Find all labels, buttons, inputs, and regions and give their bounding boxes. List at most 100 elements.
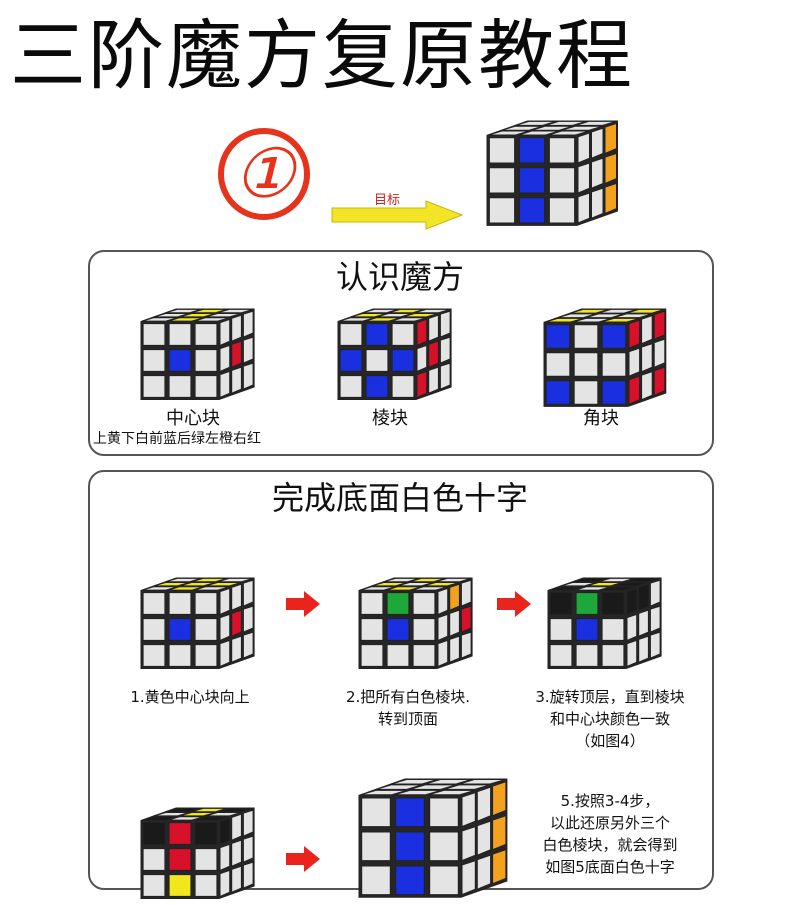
front-facelet: [142, 592, 166, 615]
top-facelet: [394, 789, 441, 796]
front-facelet: [391, 375, 415, 398]
step3-cube: [545, 575, 664, 675]
cube-illustration: [337, 308, 452, 400]
top-facelet: [459, 779, 506, 785]
front-facelet: [518, 137, 546, 164]
top-facelet: [179, 313, 216, 318]
right-facelet: [231, 314, 242, 342]
front-facelet: [601, 352, 627, 377]
front-facelet: [386, 618, 410, 641]
top-facelet: [573, 317, 612, 323]
right-facelet: [231, 583, 242, 611]
front-facelet: [395, 797, 425, 828]
right-facelet: [428, 366, 439, 394]
right-facelet: [460, 631, 472, 659]
front-facelet: [601, 618, 625, 641]
front-facelet: [168, 822, 192, 845]
step3-text: 3.旋转顶层，直到棱块 和中心块颜色一致 （如图4）: [505, 686, 715, 752]
right-facelet: [649, 579, 661, 607]
right-facelet: [577, 192, 590, 224]
top-facelet: [191, 308, 228, 314]
front-facelet: [545, 324, 571, 349]
front-facelet: [168, 874, 192, 897]
step2-text: 2.把所有白色棱块. 转到顶面: [318, 686, 498, 730]
front-facelet: [339, 375, 363, 398]
top-facelet: [560, 582, 597, 587]
front-facelet: [518, 167, 546, 194]
front-facelet: [548, 197, 576, 224]
right-facelet: [242, 336, 254, 364]
front-facelet: [142, 848, 166, 871]
front-facelet: [168, 375, 192, 398]
right-facelet: [492, 815, 507, 851]
top-facelet: [443, 784, 491, 790]
right-facelet: [219, 843, 231, 872]
top-facelet: [391, 779, 438, 785]
right-facelet: [461, 825, 476, 862]
right-facelet: [476, 854, 492, 890]
top-facelet: [423, 582, 460, 587]
recognize-cube-heading: 认识魔方: [335, 258, 464, 296]
front-facelet: [168, 618, 192, 641]
front-facelet: [142, 375, 166, 398]
top-facelet: [205, 313, 242, 318]
goal-label: 目标: [374, 193, 401, 208]
top-facelet: [598, 577, 635, 583]
top-facelet: [575, 120, 617, 126]
top-facelet: [570, 308, 609, 314]
top-facelet: [217, 308, 254, 314]
top-facelet: [153, 812, 190, 817]
right-facelet: [231, 366, 242, 394]
front-facelet: [601, 644, 625, 667]
right-facelet: [577, 162, 590, 194]
right-facelet: [428, 340, 439, 368]
step5-text: 5.按照3-4步， 以此还原另外三个 白色棱块，就会得到 如图5底面白色十字: [510, 790, 710, 878]
front-facelet: [548, 167, 576, 194]
top-facelet: [191, 577, 228, 583]
right-facelet: [219, 370, 231, 399]
front-facelet: [429, 865, 459, 896]
front-facelet: [142, 822, 166, 845]
goal-cube: [484, 118, 621, 232]
front-facelet: [361, 797, 391, 828]
right-facelet: [492, 849, 507, 885]
right-facelet: [416, 370, 428, 399]
right-facelet: [219, 639, 231, 668]
front-facelet: [339, 349, 363, 372]
top-facelet: [360, 789, 407, 796]
front-facelet: [412, 644, 436, 667]
right-facelet: [231, 340, 242, 368]
front-facelet: [361, 865, 391, 896]
top-facelet: [191, 807, 228, 813]
right-facelet: [641, 371, 653, 401]
right-facelet: [242, 809, 254, 837]
front-facelet: [601, 324, 627, 349]
front-facelet: [339, 323, 363, 346]
cube-illustration: [543, 308, 667, 407]
top-facelet: [518, 130, 560, 136]
top-facelet: [217, 807, 254, 813]
edge-piece-label: 棱块: [372, 408, 408, 429]
top-facelet: [549, 586, 585, 591]
front-facelet: [194, 874, 218, 897]
right-facelet: [449, 609, 460, 637]
step-text-line: 如图5底面白色十字: [545, 858, 675, 876]
front-facelet: [365, 323, 389, 346]
front-facelet: [386, 644, 410, 667]
right-facelet: [628, 375, 641, 405]
top-facelet: [545, 317, 584, 323]
front-facelet: [142, 323, 166, 346]
white-cross-heading: 完成底面白色十字: [271, 479, 528, 517]
front-facelet: [142, 349, 166, 372]
right-facelet: [461, 791, 476, 828]
right-facelet: [242, 605, 254, 633]
top-facelet: [412, 586, 448, 591]
cube-illustration: [486, 120, 618, 226]
right-facelet: [231, 839, 242, 867]
right-facelet: [626, 613, 638, 642]
top-facelet: [601, 317, 640, 323]
right-facelet: [242, 631, 254, 659]
top-facelet: [388, 308, 425, 314]
step-text-line: 以此还原另外三个: [549, 814, 670, 832]
cube-illustration: [140, 308, 255, 400]
